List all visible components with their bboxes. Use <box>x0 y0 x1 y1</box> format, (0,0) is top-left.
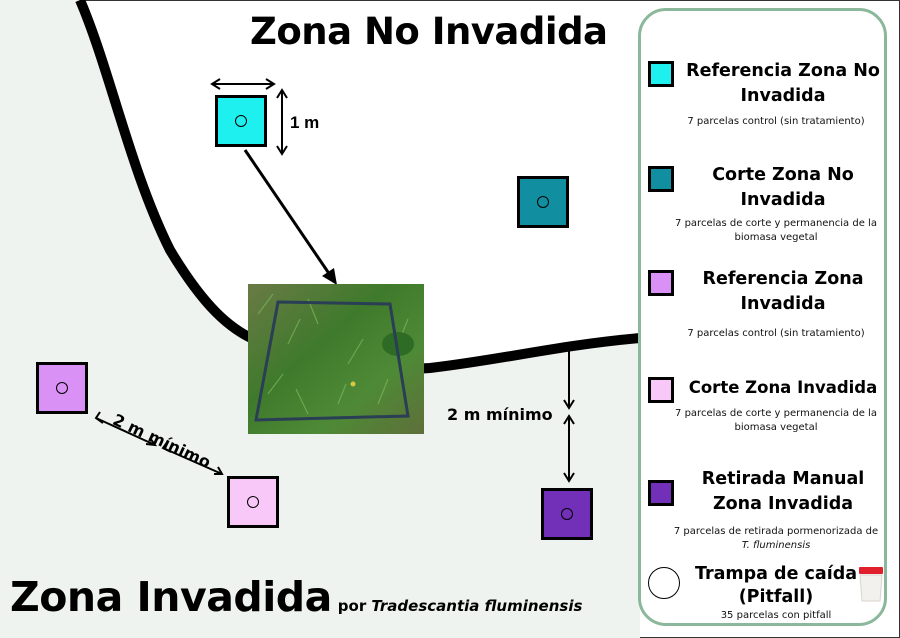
legend-swatch <box>648 480 674 506</box>
grass-photo-illustration <box>248 284 424 434</box>
legend-item-desc: 7 parcelas control (sin tratamiento) <box>687 328 865 339</box>
legend-item-desc: 7 parcelas de corte y permanencia de la … <box>675 218 877 243</box>
plot-ref-no-invadida <box>215 95 267 147</box>
legend-item-name: Referencia Zona No Invadida <box>686 61 880 106</box>
legend-item-desc: 7 parcelas de retirada pormenorizada de … <box>671 525 881 553</box>
legend-swatch <box>648 270 674 296</box>
pitfall-hole-icon <box>235 115 247 127</box>
legend-item-desc: 7 parcelas de corte y permanencia de la … <box>675 408 877 433</box>
legend-desc-prefix: 7 parcelas de retirada pormenorizada de <box>673 526 879 537</box>
invaded-zone-area <box>0 0 640 638</box>
legend-item-name: Corte Zona No Invadida <box>712 165 854 210</box>
legend-item-desc: 7 parcelas control (sin tratamiento) <box>687 116 865 127</box>
quadrat-photo <box>248 284 424 434</box>
legend-item-name: Retirada Manual Zona Invadida <box>701 469 865 514</box>
zone-title-invaded-text: Zona Invadida <box>10 573 332 621</box>
zone-title-by: por <box>337 597 367 615</box>
pitfall-circle-icon <box>648 567 680 599</box>
legend-swatch <box>648 377 674 403</box>
legend-item-name: Corte Zona Invadida <box>688 378 878 397</box>
plot-corte-invadida <box>227 476 279 528</box>
plot-retirada-manual <box>541 488 593 540</box>
plot-ref-invadida <box>36 362 88 414</box>
min-distance-border-label: 2 m mínimo <box>447 405 553 424</box>
legend-swatch <box>648 166 674 192</box>
legend-panel: Referencia Zona No Invadida 7 parcelas c… <box>638 8 887 626</box>
legend-item-name: Trampa de caída (Pitfall) <box>694 564 858 607</box>
pitfall-cup-icon <box>859 567 883 602</box>
zone-title-invaded: Zona Invadida por Tradescantia fluminensi… <box>10 573 582 621</box>
plot-corte-no-invadida <box>517 176 569 228</box>
legend-item-desc: 35 parcelas con pitfall <box>720 610 832 621</box>
legend-swatch <box>648 61 674 87</box>
legend-item-name: Referencia Zona Invadida <box>702 269 864 314</box>
plot-size-label: 1 m <box>290 113 320 132</box>
pitfall-hole-icon <box>561 508 573 520</box>
zone-title-not-invaded: Zona No Invadida <box>250 10 608 53</box>
pitfall-hole-icon <box>537 196 549 208</box>
legend-desc-species: T. fluminensis <box>741 540 811 551</box>
pitfall-hole-icon <box>56 382 68 394</box>
zone-title-species: Tradescantia fluminensis <box>371 597 583 615</box>
pitfall-hole-icon <box>247 496 259 508</box>
